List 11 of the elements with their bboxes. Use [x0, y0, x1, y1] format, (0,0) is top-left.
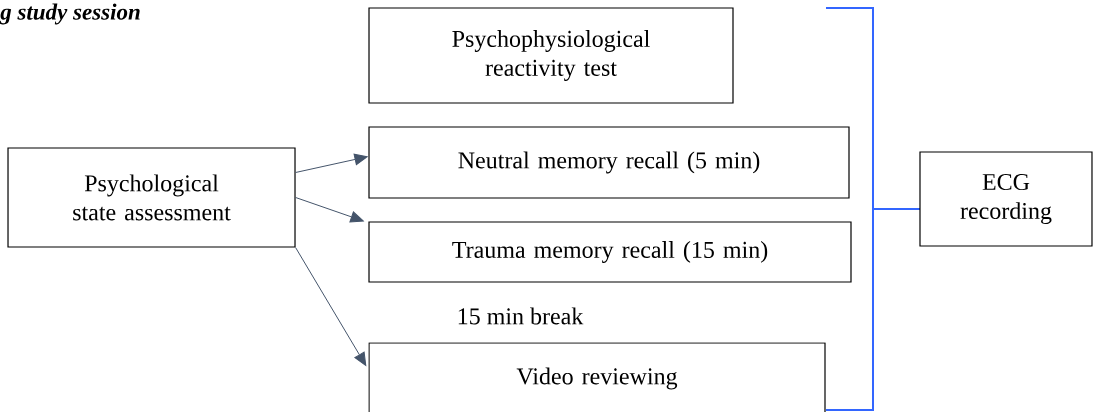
arrow	[295, 153, 368, 173]
note-text: 15 min break	[458, 307, 584, 325]
arrow	[295, 197, 364, 223]
arrow	[295, 247, 367, 366]
step-box: Neutral memory recall (5 min)	[368, 126, 850, 199]
step-box: Psychophysiological reactivity test	[368, 7, 734, 104]
step-box: Trauma memory recall (15 min)	[368, 221, 852, 283]
title: g study session	[0, 3, 140, 25]
step-box: Psychological state assessment	[7, 147, 296, 248]
step-box: Video reviewing	[368, 342, 826, 412]
step-box: ECG recording	[919, 151, 1093, 247]
